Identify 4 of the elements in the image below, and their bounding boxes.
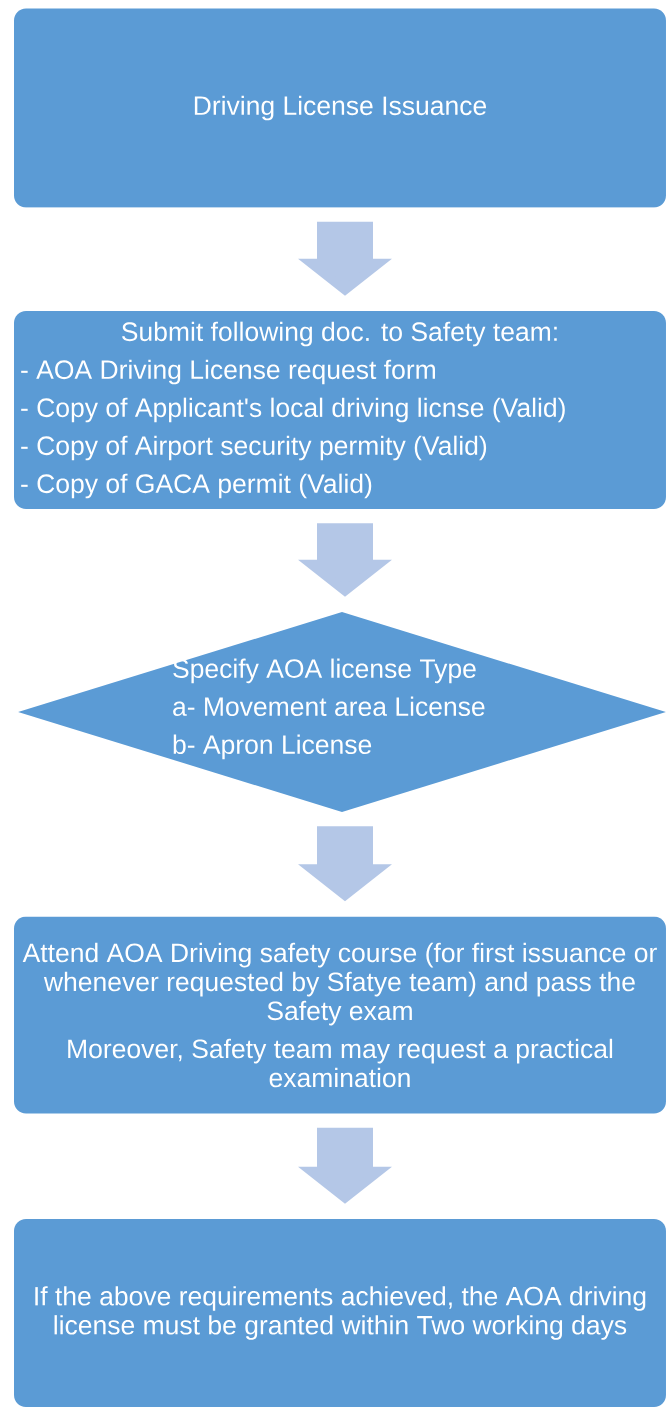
process-box: Driving License Issuance xyxy=(14,8,666,208)
process-box: If the above requirements achieved, the AOA driving license must be granted within Two working days xyxy=(14,1219,666,1407)
process-box: Submit following doc. to Safety team: - AOA Driving License request form - Copy of Applicant's local driving licnse (Valid) - Copy of Airport security permity (Valid) - Copy of GACA permit (Valid) xyxy=(14,311,666,509)
process-box: Attend AOA Driving safety course (for first issuance or whenever requested by Sfatye team) and pass the Safety exam Moreover, Safety team may request a practical examination xyxy=(14,916,666,1114)
